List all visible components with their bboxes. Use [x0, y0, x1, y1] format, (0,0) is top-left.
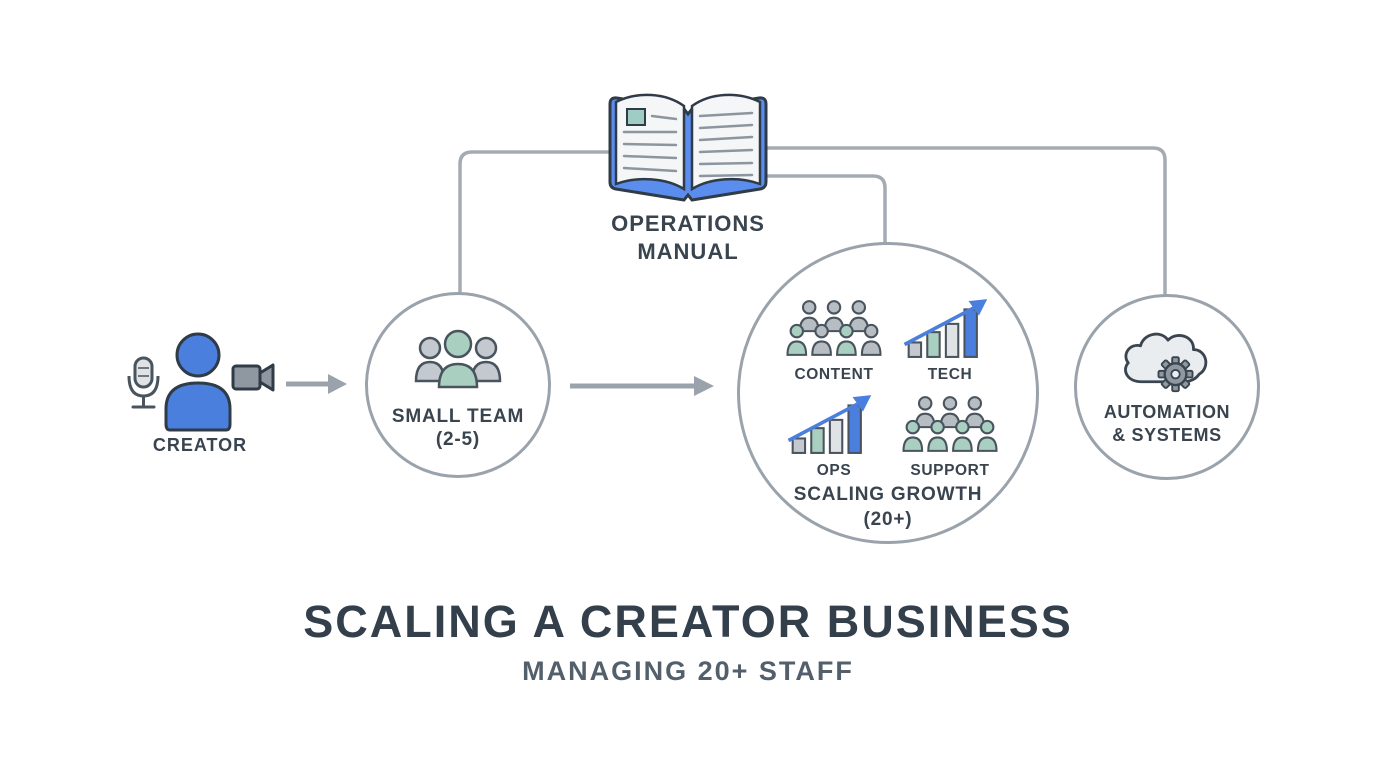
cloud-gear-icon [1124, 332, 1208, 393]
growth-chart-icon-ops [787, 395, 872, 454]
support-label: SUPPORT [910, 462, 990, 479]
scaling-growth-label: SCALING GROWTH (20+) [740, 483, 1036, 532]
small-team-sublabel: (2-5) [435, 429, 481, 451]
growth-chart-icon-tech [903, 299, 988, 358]
arrow-icon-team-to-scaling [570, 376, 714, 396]
quadrant-content: CONTENT [776, 297, 892, 384]
ops-label: OPS [816, 462, 852, 479]
scaling-growth-node: CONTENT TECH [737, 242, 1039, 544]
page-subtitle: MANAGING 20+ STAFF [522, 656, 854, 686]
page-title: SCALING A CREATOR BUSINESS [303, 596, 1073, 647]
operations-manual-label: OPERATIONS MANUAL [560, 210, 816, 265]
tech-label: TECH [927, 366, 973, 383]
operations-manual-line1: OPERATIONS [611, 211, 765, 236]
creator-person-icon [164, 332, 232, 432]
scaling-growth-line2: (20+) [863, 508, 913, 530]
operations-manual-line2: MANUAL [637, 238, 739, 264]
microphone-icon [127, 356, 160, 409]
gear-icon [1157, 356, 1194, 393]
small-team-node: SMALL TEAM (2-5) [365, 292, 551, 478]
video-camera-icon [231, 363, 275, 392]
content-label: CONTENT [794, 366, 874, 383]
creator-node [125, 330, 275, 435]
scaling-growth-line1: SCALING GROWTH [793, 484, 983, 505]
crowd-icon-content [786, 300, 882, 356]
operations-manual-node [600, 82, 776, 206]
open-book-icon [608, 93, 768, 202]
crowd-icon-support [902, 396, 998, 452]
small-team-label: SMALL TEAM [391, 406, 525, 427]
team-icon [414, 329, 502, 389]
quadrant-tech: TECH [892, 297, 1008, 384]
automation-node: AUTOMATION & SYSTEMS [1074, 294, 1260, 480]
arrow-icon-creator-to-team [286, 374, 347, 394]
automation-label-line2: & SYSTEMS [1112, 425, 1222, 446]
creator-label: CREATOR [152, 435, 248, 455]
quadrant-ops: OPS [776, 393, 892, 480]
creator-icon [127, 332, 275, 432]
automation-label-line1: AUTOMATION [1103, 402, 1231, 422]
quadrant-support: SUPPORT [892, 393, 1008, 480]
